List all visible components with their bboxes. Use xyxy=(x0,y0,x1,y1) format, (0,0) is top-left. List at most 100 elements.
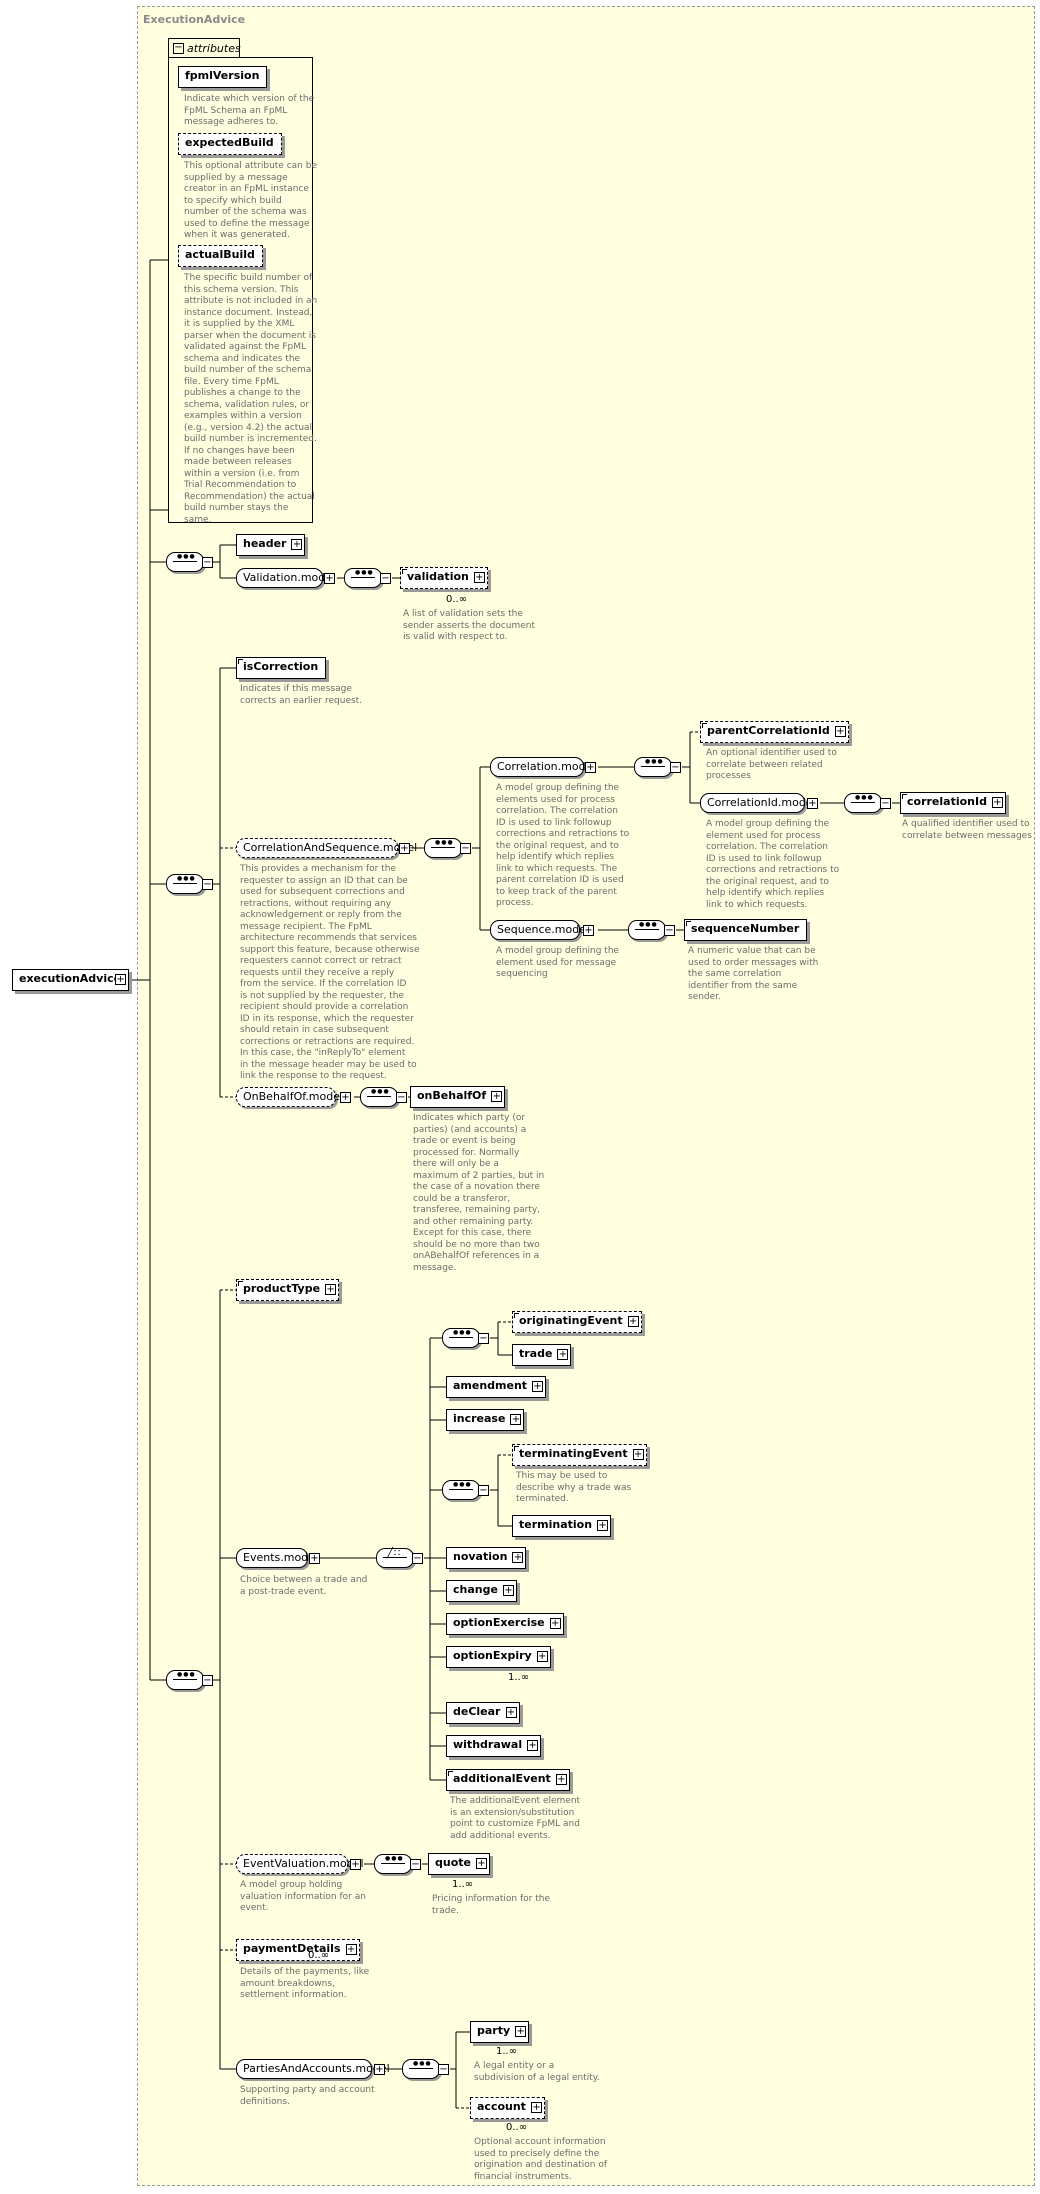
expand-icon[interactable]: − xyxy=(202,879,213,890)
correlation-id-element[interactable]: correlationId+ xyxy=(900,792,1006,814)
expand-icon[interactable]: + xyxy=(512,1552,524,1563)
execution-advice-element[interactable]: executionAdvice+ xyxy=(12,969,129,991)
expand-icon[interactable]: − xyxy=(460,843,471,854)
expand-icon[interactable]: + xyxy=(632,1449,644,1460)
withdrawal-element[interactable]: withdrawal+ xyxy=(446,1735,542,1757)
option-exercise-element[interactable]: optionExercise+ xyxy=(446,1613,564,1635)
option-expiry-element[interactable]: optionExpiry+ xyxy=(446,1646,551,1668)
sequence-compositor[interactable] xyxy=(442,1480,480,1500)
expand-icon[interactable]: − xyxy=(478,1333,489,1344)
additional-event-element[interactable]: additionalEvent+ xyxy=(446,1769,570,1791)
expand-icon[interactable]: − xyxy=(664,925,675,936)
parties-and-accounts-model-group[interactable]: PartiesAndAccounts.model xyxy=(236,2059,390,2079)
originating-event-element[interactable]: originatingEvent+ xyxy=(512,1311,642,1333)
correlation-id-model-group[interactable]: CorrelationId.model xyxy=(700,793,816,813)
expected-build-attribute[interactable]: expectedBuild xyxy=(178,133,282,155)
amendment-element[interactable]: amendment+ xyxy=(446,1376,547,1398)
sequence-number-element[interactable]: sequenceNumber xyxy=(684,919,808,941)
expand-icon[interactable]: + xyxy=(505,1707,517,1718)
events-model-group[interactable]: Events.model xyxy=(236,1548,318,1568)
expand-icon[interactable]: + xyxy=(555,1774,567,1785)
expand-icon[interactable]: + xyxy=(291,539,303,550)
expand-icon[interactable]: + xyxy=(527,1740,539,1751)
validation-element[interactable]: validation+ xyxy=(400,567,488,589)
party-element[interactable]: party+ xyxy=(470,2021,530,2043)
expand-icon[interactable]: − xyxy=(380,573,391,584)
sequence-model-group[interactable]: Sequence.model xyxy=(490,920,589,940)
expand-icon[interactable]: − xyxy=(880,798,891,809)
sequence-compositor[interactable] xyxy=(402,2059,440,2079)
increase-element[interactable]: increase+ xyxy=(446,1409,525,1431)
expand-icon[interactable]: − xyxy=(202,1675,213,1686)
collapse-icon[interactable]: − xyxy=(173,42,184,54)
expand-icon[interactable]: + xyxy=(325,1284,337,1295)
expand-icon[interactable]: − xyxy=(478,1485,489,1496)
expand-icon[interactable]: + xyxy=(309,1553,320,1564)
trade-element[interactable]: trade+ xyxy=(512,1344,572,1366)
expand-icon[interactable]: − xyxy=(670,762,681,773)
expand-icon[interactable]: + xyxy=(473,572,485,583)
sequence-compositor[interactable] xyxy=(166,874,204,894)
sequence-compositor[interactable] xyxy=(628,920,666,940)
expand-icon[interactable]: + xyxy=(597,1520,609,1531)
sequence-compositor[interactable] xyxy=(360,1087,398,1107)
quote-element[interactable]: quote+ xyxy=(428,1853,490,1875)
expand-icon[interactable]: + xyxy=(536,1651,548,1662)
expand-icon[interactable]: + xyxy=(374,2064,385,2075)
parent-correlation-id-element[interactable]: parentCorrelationId+ xyxy=(700,721,849,743)
novation-element[interactable]: novation+ xyxy=(446,1547,527,1569)
sequence-compositor[interactable] xyxy=(442,1328,480,1348)
sequence-compositor[interactable] xyxy=(166,552,204,572)
termination-element[interactable]: termination+ xyxy=(512,1515,612,1537)
expand-icon[interactable]: + xyxy=(115,974,126,985)
expand-icon[interactable]: + xyxy=(549,1618,561,1629)
de-clear-element[interactable]: deClear+ xyxy=(446,1702,520,1724)
validation-model-group[interactable]: Validation.model xyxy=(236,568,335,588)
attributes-tab[interactable]: −attributes xyxy=(168,38,241,58)
product-type-element[interactable]: productType+ xyxy=(236,1279,340,1301)
expand-icon[interactable]: + xyxy=(532,1381,544,1392)
expand-icon[interactable]: + xyxy=(502,1585,514,1596)
expand-icon[interactable]: − xyxy=(412,1553,423,1564)
expand-icon[interactable]: + xyxy=(583,925,594,936)
expand-icon[interactable]: + xyxy=(340,1092,351,1103)
expand-icon[interactable]: + xyxy=(530,2102,542,2113)
expand-icon[interactable]: − xyxy=(202,557,213,568)
expand-icon[interactable]: + xyxy=(834,726,846,737)
expand-icon[interactable]: + xyxy=(350,1859,361,1870)
fpml-version-attribute[interactable]: fpmlVersion xyxy=(178,66,268,88)
change-element[interactable]: change+ xyxy=(446,1580,517,1602)
expand-icon[interactable]: + xyxy=(585,762,596,773)
expand-icon[interactable]: + xyxy=(491,1091,503,1102)
payment-details-element[interactable]: paymentDetails+ xyxy=(236,1939,360,1961)
expand-icon[interactable]: + xyxy=(991,797,1003,808)
account-element[interactable]: account+ xyxy=(470,2097,545,2119)
expand-icon[interactable]: + xyxy=(345,1944,357,1955)
sequence-compositor[interactable] xyxy=(374,1854,412,1874)
sequence-compositor[interactable] xyxy=(424,838,462,858)
on-behalf-of-element[interactable]: onBehalfOf+ xyxy=(410,1086,506,1108)
sequence-compositor[interactable] xyxy=(166,1670,204,1690)
actual-build-attribute[interactable]: actualBuild xyxy=(178,245,263,267)
sequence-compositor[interactable] xyxy=(634,757,672,777)
correlation-model-group[interactable]: Correlation.model xyxy=(490,757,595,777)
terminating-event-element[interactable]: terminatingEvent+ xyxy=(512,1444,647,1466)
expand-icon[interactable]: + xyxy=(807,798,818,809)
expand-icon[interactable]: + xyxy=(399,843,410,854)
choice-compositor[interactable] xyxy=(376,1548,414,1568)
sequence-compositor[interactable] xyxy=(844,793,882,813)
expand-icon[interactable]: + xyxy=(515,2026,527,2037)
on-behalf-of-model-group[interactable]: OnBehalfOf.model xyxy=(236,1087,343,1107)
expand-icon[interactable]: − xyxy=(438,2064,449,2075)
sequence-compositor[interactable] xyxy=(344,568,382,588)
expand-icon[interactable]: − xyxy=(396,1092,407,1103)
expand-icon[interactable]: − xyxy=(410,1859,421,1870)
correlation-and-sequence-model-group[interactable]: CorrelationAndSequence.model xyxy=(236,838,417,858)
expand-icon[interactable]: + xyxy=(475,1858,487,1869)
expand-icon[interactable]: + xyxy=(557,1349,569,1360)
is-correction-element[interactable]: isCorrection xyxy=(236,657,327,679)
event-valuation-model-group[interactable]: EventValuation.model xyxy=(236,1854,364,1874)
expand-icon[interactable]: + xyxy=(324,573,335,584)
header-element[interactable]: header+ xyxy=(236,534,306,556)
expand-icon[interactable]: + xyxy=(627,1316,639,1327)
